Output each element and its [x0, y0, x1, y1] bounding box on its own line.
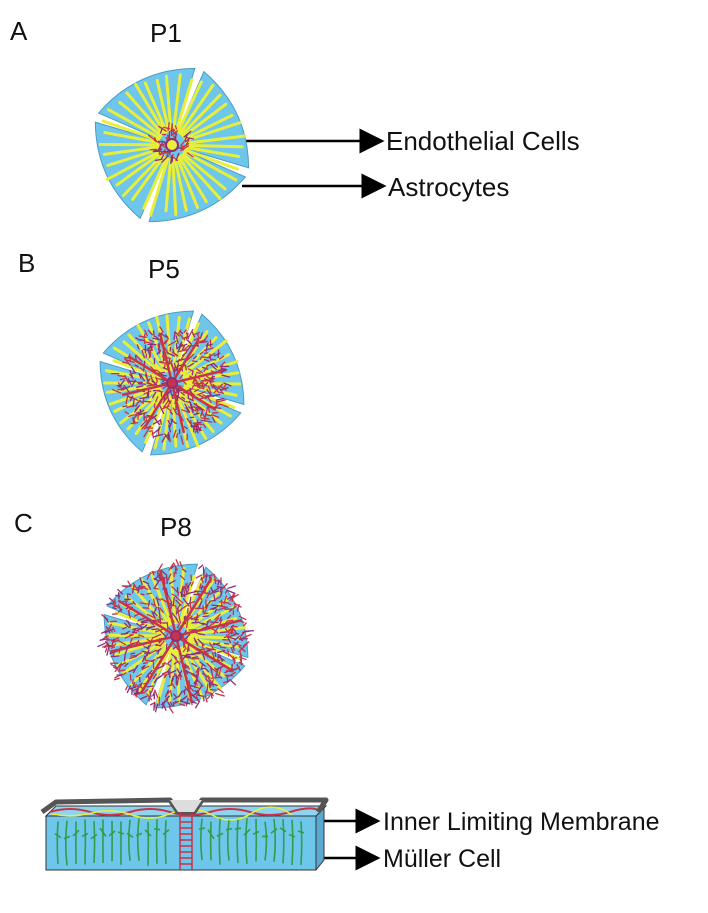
label-astrocytes: Astrocytes	[388, 172, 510, 202]
label-endothelial-cells: Endothelial Cells	[386, 126, 580, 156]
panel-letter-b: B	[18, 248, 36, 278]
label-inner-limiting-membrane: Inner Limiting Membrane	[383, 808, 660, 836]
stage-label-p1: P1	[150, 18, 182, 48]
panel-letter-a: A	[10, 16, 28, 46]
retina-cross-section	[40, 797, 329, 871]
retina-p5	[99, 310, 245, 456]
stage-label-p5: P5	[148, 254, 180, 284]
panel-letter-c: C	[14, 508, 33, 538]
retina-p1	[94, 67, 250, 223]
stage-label-p8: P8	[160, 512, 192, 542]
label-muller-cell: Müller Cell	[383, 845, 502, 873]
retina-p8	[97, 559, 254, 714]
